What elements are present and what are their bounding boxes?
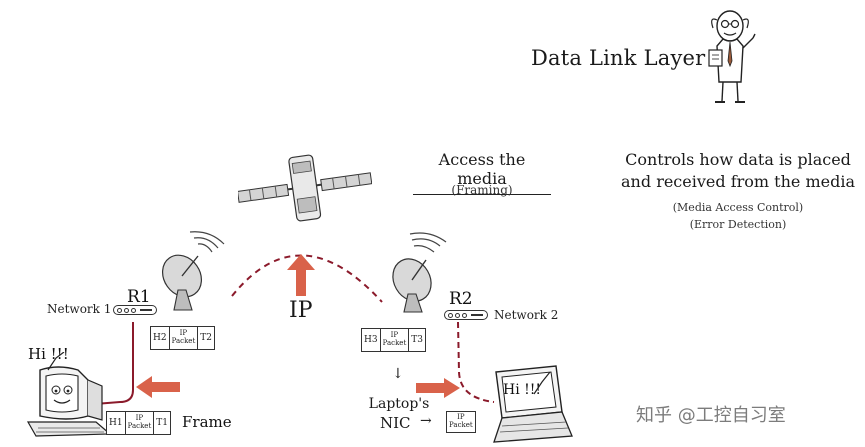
- controls-line2: and received from the media: [621, 172, 855, 191]
- controls-note1: (Media Access Control): [672, 201, 804, 214]
- frame-h3-t3: H3 IP Packet T3: [361, 328, 426, 352]
- packet-text: Packet: [449, 421, 473, 429]
- right-speech-tail: [533, 372, 551, 395]
- access-sub: (Framing): [451, 183, 513, 197]
- left-speech: Hi !!!: [28, 345, 69, 363]
- ip-text: IP: [390, 331, 399, 340]
- controls-note2: (Error Detection): [689, 218, 787, 231]
- ip-text: IP: [135, 414, 144, 423]
- frame-ip-packet: IP Packet: [381, 329, 410, 351]
- satellite-icon: [238, 154, 372, 222]
- right-arrow-icon: →: [420, 413, 432, 429]
- down-arrow-icon: ↓: [392, 366, 404, 382]
- network2-label: Network 2: [494, 308, 559, 322]
- right-speech: Hi !!!: [503, 382, 542, 398]
- frame-ip-packet: IP Packet: [170, 327, 199, 349]
- r1-label: R1: [127, 287, 151, 307]
- access-heading: Access the media: [413, 150, 551, 195]
- left-red-arrow: [136, 376, 180, 398]
- watermark-text: 知乎 @工控自习室: [636, 405, 786, 426]
- laptop-nic-line1: Laptop's: [368, 396, 430, 412]
- controls-line1: Controls how data is placed: [625, 150, 851, 169]
- packet-text: Packet: [171, 337, 196, 345]
- frame-trailer: T2: [200, 332, 212, 343]
- r1-to-pc-link: [94, 322, 134, 405]
- ip-up-arrow: [287, 254, 315, 296]
- laptop-nic-line2: NIC: [380, 414, 411, 432]
- r1-router-icon: [113, 305, 157, 315]
- packet-text: Packet: [127, 422, 152, 430]
- laptop-icon: [493, 365, 573, 443]
- frame-trailer: T3: [411, 334, 423, 345]
- right-dish-icon: [392, 232, 447, 313]
- left-dish-icon: [161, 231, 225, 311]
- right-red-arrow: [416, 378, 460, 398]
- nic-ip-packet: IP Packet: [446, 411, 476, 433]
- ip-text: IP: [457, 413, 465, 422]
- desktop-pc-icon: [26, 366, 112, 437]
- frame-label: Frame: [182, 413, 232, 431]
- frame-trailer: T1: [156, 417, 168, 428]
- left-speech-tail: [47, 352, 65, 371]
- r2-to-laptop-link: [457, 321, 495, 403]
- frame-ip-packet: IP Packet: [447, 412, 475, 432]
- satellite-link-arc: [231, 254, 383, 303]
- frame-ip-packet: IP Packet: [126, 412, 155, 434]
- ip-label: IP: [289, 298, 313, 323]
- page-title: Data Link Layer: [531, 46, 706, 70]
- frame-h2-t2: H2 IP Packet T2: [150, 326, 215, 350]
- frame-header: H3: [362, 329, 381, 351]
- professor-illustration: [708, 10, 756, 103]
- frame-header: H1: [107, 412, 126, 434]
- packet-text: Packet: [382, 339, 407, 347]
- frame-header: H2: [151, 327, 170, 349]
- frame-h1-t1: H1 IP Packet T1: [106, 411, 171, 435]
- ip-text: IP: [179, 329, 188, 338]
- r2-router-icon: [444, 310, 488, 320]
- r2-label: R2: [449, 289, 473, 309]
- network1-label: Network 1: [47, 302, 112, 316]
